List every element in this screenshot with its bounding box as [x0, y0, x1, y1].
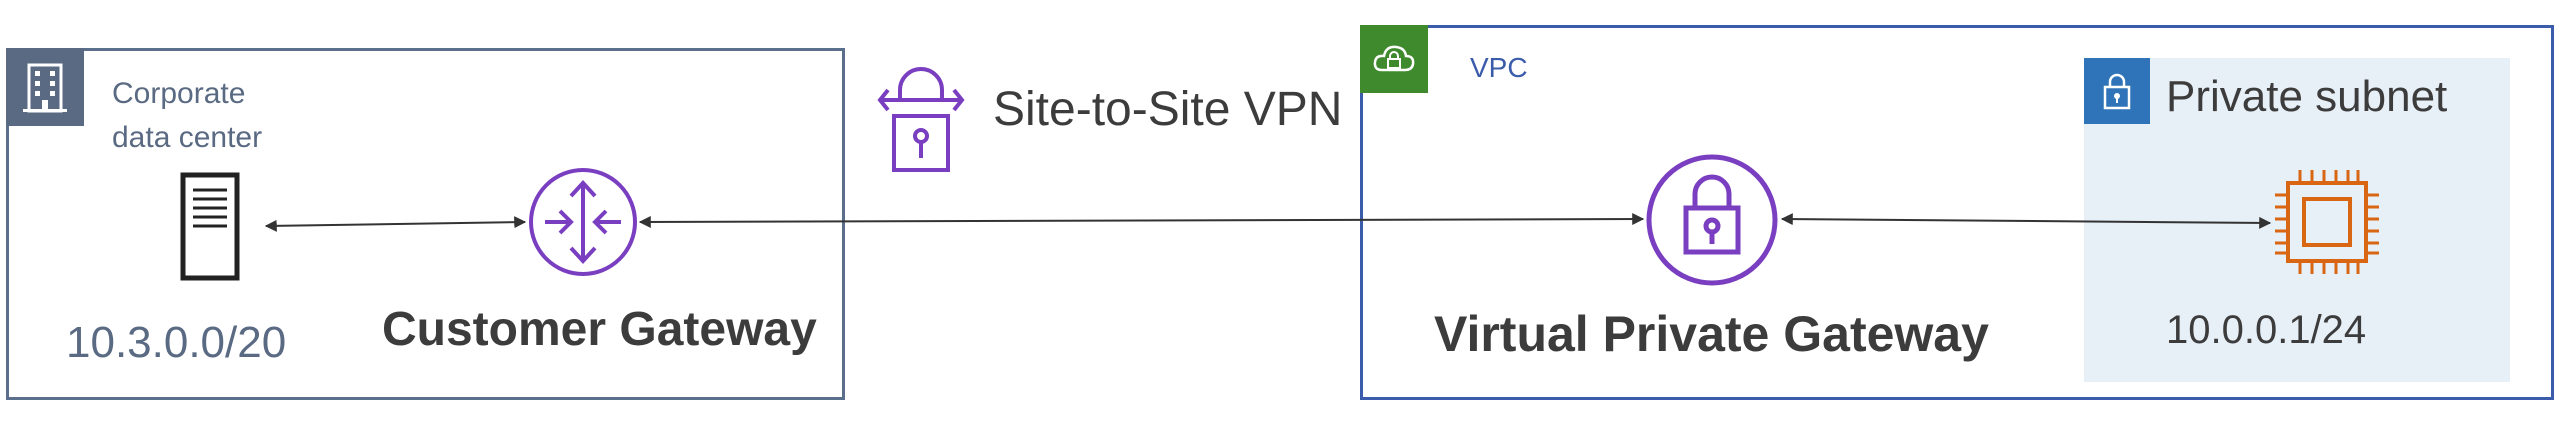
customer-gateway-label: Customer Gateway — [382, 303, 817, 356]
lock-icon — [2084, 58, 2150, 124]
building-icon — [6, 48, 84, 126]
lock-icon — [1646, 154, 1778, 286]
corporate-data-center-label: Corporate data center — [112, 72, 262, 160]
subnet-cidr: 10.0.0.1/24 — [2166, 308, 2367, 352]
corporate-label-line1: Corporate — [112, 77, 246, 110]
server-to-cgw-connector — [264, 216, 527, 232]
virtual-private-gateway-label: Virtual Private Gateway — [1434, 306, 1989, 362]
server-icon — [180, 172, 240, 281]
vpc-label: VPC — [1470, 52, 1528, 83]
router-icon — [529, 168, 637, 276]
chip-icon — [2275, 170, 2379, 274]
private-subnet-label: Private subnet — [2166, 72, 2448, 121]
vgw-to-instance-connector — [1780, 213, 2272, 229]
site-to-site-vpn-label: Site-to-Site VPN — [993, 83, 1343, 136]
cloud-lock-icon — [1360, 25, 1428, 93]
vpc-box — [1360, 25, 2554, 400]
vpn-lock-icon — [877, 67, 965, 172]
corporate-cidr: 10.3.0.0/20 — [66, 318, 287, 367]
vpn-tunnel-connector — [638, 213, 1645, 228]
corporate-label-line2: data center — [112, 121, 263, 154]
